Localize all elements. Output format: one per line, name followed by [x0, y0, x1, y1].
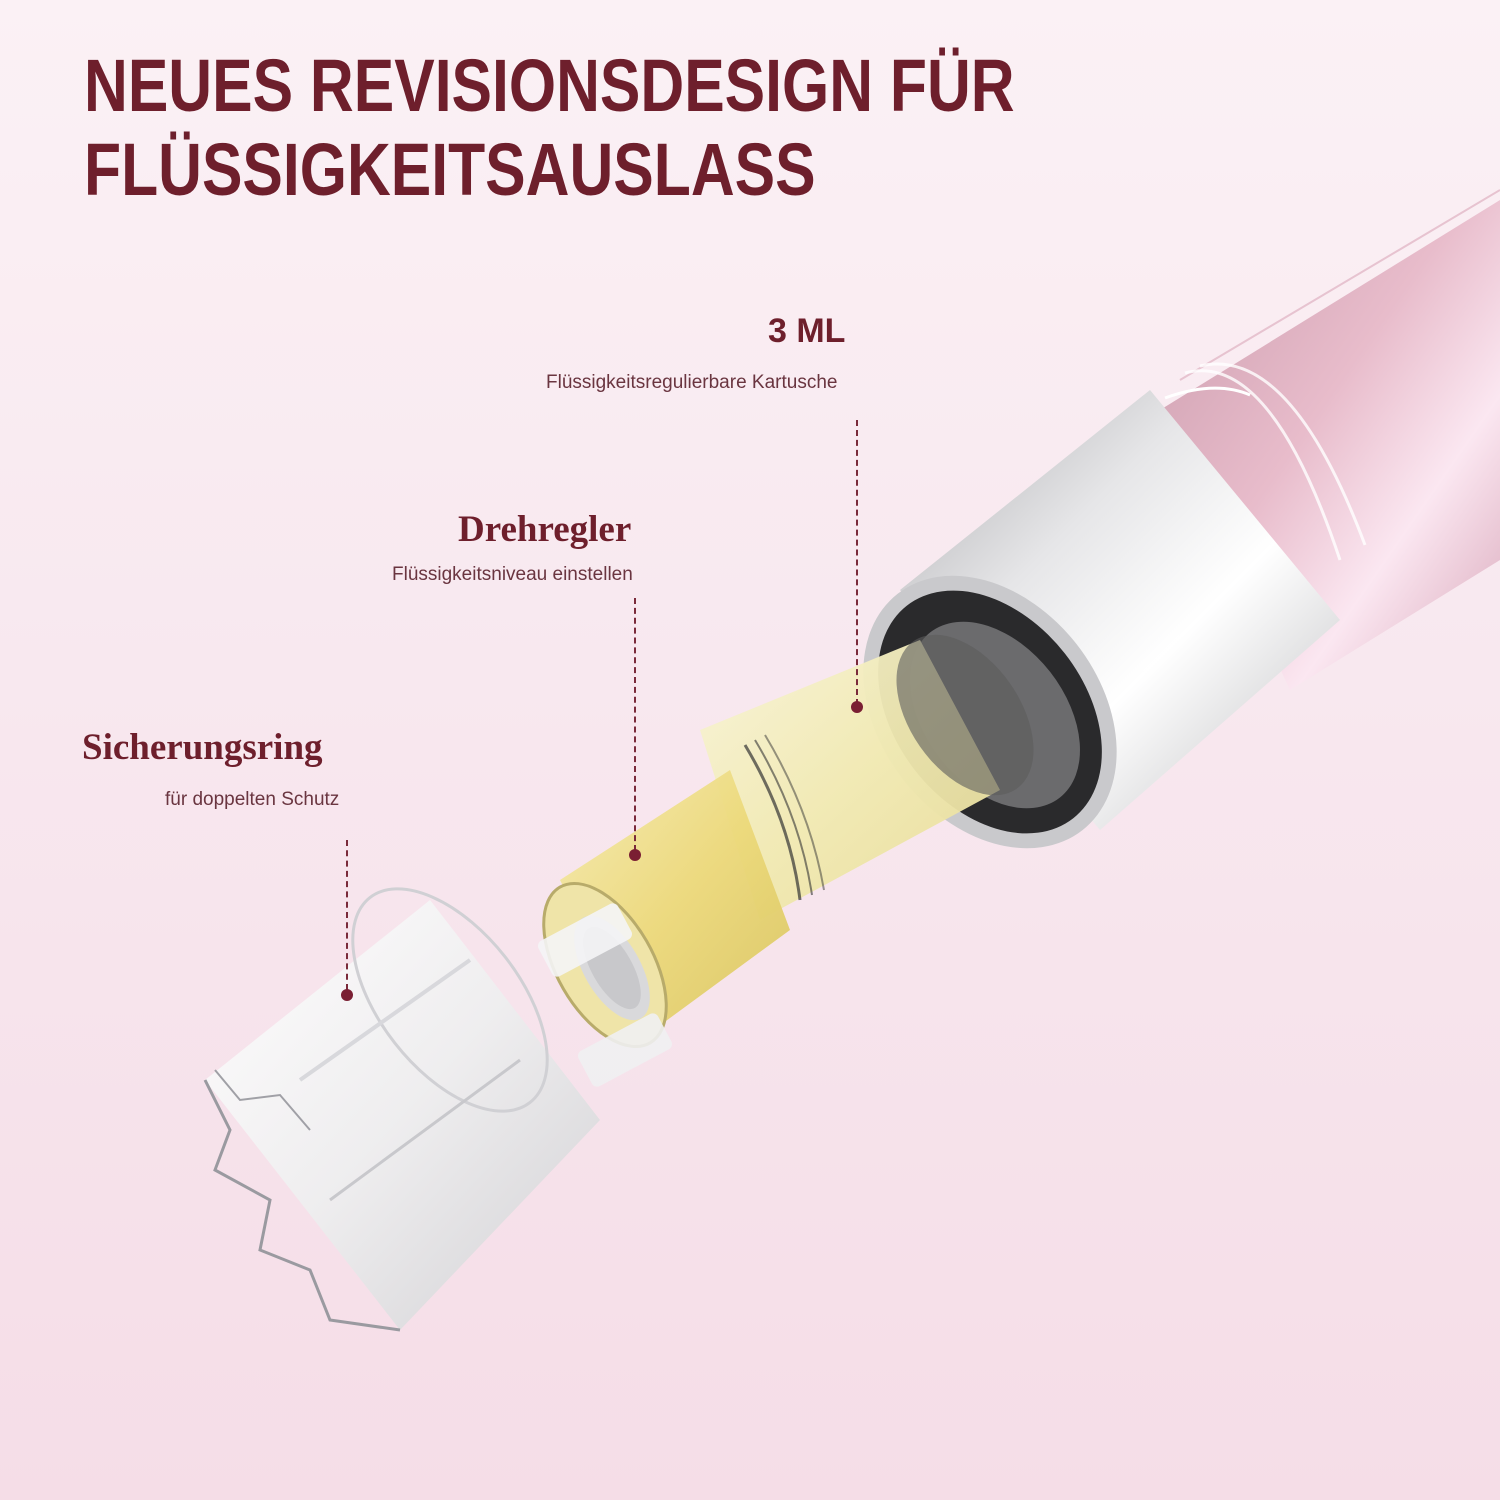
- callout-knob-title: Drehregler: [458, 509, 632, 550]
- callout-knob-leader-line: [634, 598, 636, 851]
- title-line-1: NEUES REVISIONSDESIGN FÜR: [84, 44, 1015, 127]
- safety-ring: [203, 887, 673, 1332]
- callout-knob-marker: [629, 849, 641, 861]
- page-title: NEUES REVISIONSDESIGN FÜR FLÜSSIGKEITSAU…: [84, 44, 1015, 212]
- callout-ring-leader-line: [346, 840, 348, 990]
- callout-ring-marker: [341, 989, 353, 1001]
- callout-cartridge-marker: [851, 701, 863, 713]
- callout-knob-subtitle: Flüssigkeitsniveau einstellen: [392, 564, 633, 585]
- callout-cartridge-title: 3 ML: [768, 312, 846, 350]
- cartridge: [700, 634, 1034, 920]
- callout-cartridge-subtitle: Flüssigkeitsregulierbare Kartusche: [546, 372, 838, 393]
- callout-ring-title: Sicherungsring: [82, 727, 323, 768]
- callout-cartridge-leader-line: [856, 420, 858, 705]
- title-line-2: FLÜSSIGKEITSAUSLASS: [84, 128, 816, 211]
- callout-ring-subtitle: für doppelten Schutz: [165, 789, 340, 810]
